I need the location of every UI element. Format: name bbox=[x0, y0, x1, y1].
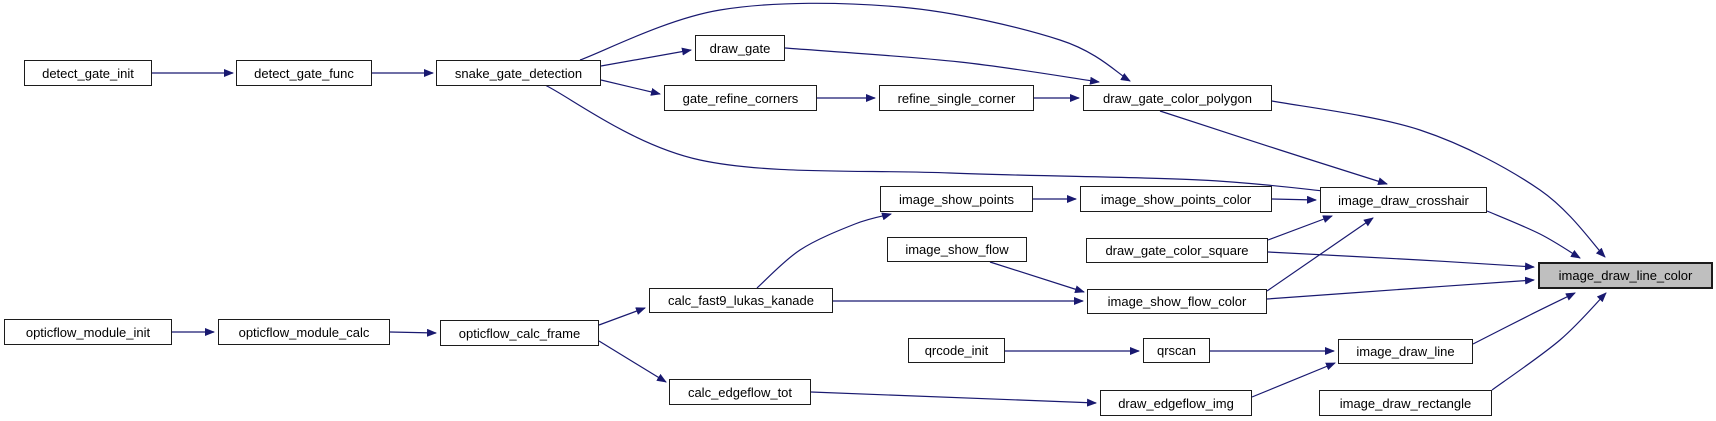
edge-image_show_flow_color-to-image_draw_crosshair bbox=[1266, 217, 1374, 292]
node-image_show_points_color[interactable]: image_show_points_color bbox=[1080, 186, 1272, 212]
edge-draw_gate_color_polygon-to-image_draw_line_color bbox=[1271, 100, 1606, 258]
edge-draw_gate-to-draw_gate_color_polygon bbox=[784, 47, 1100, 85]
node-image_show_flow_color[interactable]: image_show_flow_color bbox=[1087, 289, 1267, 314]
edge-snake_gate_detection-to-gate_refine_corners bbox=[600, 79, 661, 96]
node-draw_edgeflow_img[interactable]: draw_edgeflow_img bbox=[1100, 390, 1252, 416]
node-draw_gate_color_polygon[interactable]: draw_gate_color_polygon bbox=[1083, 85, 1272, 111]
edge-opticflow_calc_frame-to-calc_fast9_lukas_kanade bbox=[598, 307, 646, 326]
node-opticflow_module_calc[interactable]: opticflow_module_calc bbox=[218, 319, 390, 345]
edge-draw_edgeflow_img-to-image_draw_line bbox=[1251, 362, 1336, 398]
node-image_draw_crosshair[interactable]: image_draw_crosshair bbox=[1320, 187, 1487, 213]
node-qrcode_init[interactable]: qrcode_init bbox=[908, 338, 1005, 363]
edge-image_draw_rectangle-to-image_draw_line_color bbox=[1491, 292, 1607, 391]
node-opticflow_module_init[interactable]: opticflow_module_init bbox=[4, 319, 172, 345]
node-qrscan[interactable]: qrscan bbox=[1143, 338, 1210, 363]
edge-calc_edgeflow_tot-to-draw_edgeflow_img bbox=[810, 391, 1097, 407]
edge-image_show_flow-to-image_show_flow_color bbox=[989, 261, 1085, 294]
edge-snake_gate_detection-to-draw_gate_color_polygon bbox=[579, 2, 1131, 82]
edge-image_draw_line-to-image_draw_line_color bbox=[1472, 292, 1576, 345]
node-refine_single_corner[interactable]: refine_single_corner bbox=[879, 85, 1034, 111]
node-draw_gate_color_square[interactable]: draw_gate_color_square bbox=[1086, 238, 1268, 263]
node-opticflow_calc_frame[interactable]: opticflow_calc_frame bbox=[440, 320, 599, 346]
node-image_show_points[interactable]: image_show_points bbox=[880, 186, 1033, 212]
node-draw_gate[interactable]: draw_gate bbox=[695, 35, 785, 61]
edge-draw_gate_color_square-to-image_draw_crosshair bbox=[1267, 215, 1333, 241]
edge-draw_gate_color_square-to-image_draw_line_color bbox=[1267, 251, 1535, 271]
node-detect_gate_func[interactable]: detect_gate_func bbox=[236, 60, 372, 86]
edge-opticflow_module_calc-to-opticflow_calc_frame bbox=[389, 328, 437, 337]
node-detect_gate_init[interactable]: detect_gate_init bbox=[24, 60, 152, 86]
edge-opticflow_calc_frame-to-calc_edgeflow_tot bbox=[598, 340, 667, 383]
edge-image_draw_crosshair-to-image_draw_line_color bbox=[1486, 210, 1581, 259]
edge-image_show_points_color-to-image_draw_crosshair bbox=[1271, 195, 1317, 204]
node-snake_gate_detection[interactable]: snake_gate_detection bbox=[436, 60, 601, 86]
edge-snake_gate_detection-to-draw_gate bbox=[600, 47, 692, 67]
edge-calc_fast9_lukas_kanade-to-image_show_points bbox=[756, 212, 892, 289]
edge-image_show_flow_color-to-image_draw_line_color bbox=[1266, 276, 1535, 300]
edge-draw_gate_color_polygon-to-image_draw_crosshair bbox=[1159, 110, 1388, 186]
node-image_draw_line[interactable]: image_draw_line bbox=[1338, 339, 1473, 364]
edge-snake_gate_detection-to-image_draw_crosshair bbox=[544, 84, 1334, 196]
node-image_draw_rectangle[interactable]: image_draw_rectangle bbox=[1319, 390, 1492, 416]
node-calc_edgeflow_tot[interactable]: calc_edgeflow_tot bbox=[669, 379, 811, 405]
node-calc_fast9_lukas_kanade[interactable]: calc_fast9_lukas_kanade bbox=[649, 288, 833, 313]
node-gate_refine_corners[interactable]: gate_refine_corners bbox=[664, 85, 817, 111]
node-image_draw_line_color[interactable]: image_draw_line_color bbox=[1538, 262, 1713, 289]
node-image_show_flow[interactable]: image_show_flow bbox=[887, 237, 1027, 262]
